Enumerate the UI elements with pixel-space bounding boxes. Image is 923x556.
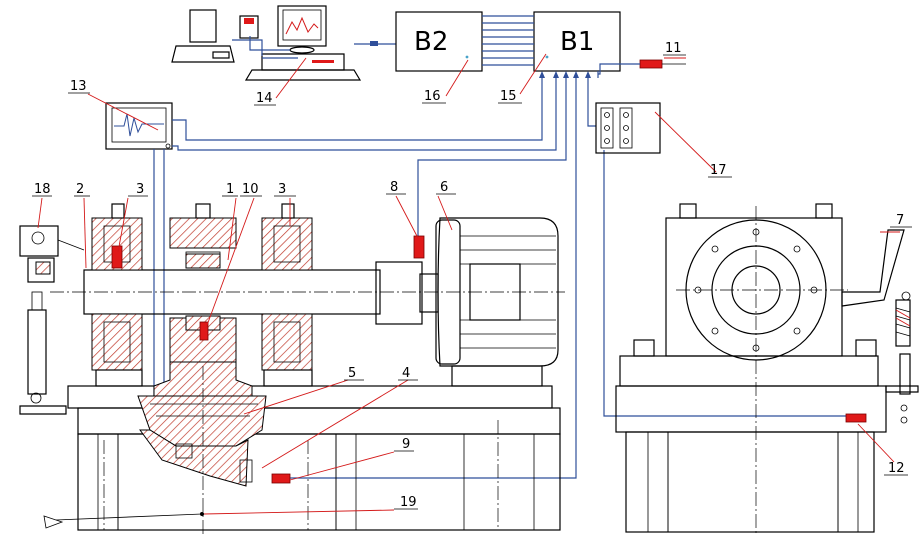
label-9: 9 <box>402 437 410 452</box>
label-4: 4 <box>402 366 410 381</box>
test-machine-side <box>615 203 919 536</box>
left-end-device <box>19 225 85 415</box>
label-12: 12 <box>888 461 905 476</box>
data-bus <box>482 15 534 66</box>
label-15: 15 <box>500 89 517 104</box>
label-18: 18 <box>34 182 51 197</box>
sensor-10 <box>199 321 209 341</box>
label-17: 17 <box>710 163 727 178</box>
label-6: 6 <box>440 180 448 195</box>
label-2: 2 <box>76 182 84 197</box>
part-number-labels: 13 14 16 15 11 17 18 2 3 1 10 3 8 6 7 5 … <box>32 41 912 510</box>
computer-workstation <box>171 5 396 81</box>
label-19: 19 <box>400 495 417 510</box>
label-14: 14 <box>256 91 273 106</box>
label-3-right: 3 <box>278 182 286 197</box>
bearing-housing-center <box>169 203 237 363</box>
pc-case-icon <box>244 53 362 81</box>
disk-icon <box>239 15 259 39</box>
b1-input-arrows <box>539 71 591 78</box>
label-5: 5 <box>348 366 356 381</box>
sensor-8 <box>413 235 425 259</box>
sensor-12 <box>845 413 867 423</box>
sensor-11 <box>597 59 686 78</box>
box-b2: B2 <box>395 11 483 72</box>
box-b1: B1 <box>533 11 621 72</box>
b2-label: B2 <box>414 27 448 57</box>
b1-label: B1 <box>560 27 594 57</box>
monitor-icon <box>277 5 327 54</box>
test-machine-front <box>19 203 565 536</box>
leader-lines <box>37 53 900 515</box>
bearing-housing-right <box>261 203 313 387</box>
label-1: 1 <box>226 182 234 197</box>
sensor-3 <box>111 245 123 269</box>
label-11: 11 <box>665 41 682 56</box>
bearing-housing-left <box>91 203 143 387</box>
label-13: 13 <box>70 79 87 94</box>
label-16: 16 <box>424 89 441 104</box>
motor <box>435 217 559 387</box>
oscilloscope <box>87 93 173 150</box>
label-10: 10 <box>242 182 259 197</box>
label-3-left: 3 <box>136 182 144 197</box>
label-8: 8 <box>390 180 398 195</box>
loading-assembly <box>137 361 267 536</box>
terminal-box-17 <box>595 102 717 173</box>
label-7: 7 <box>896 213 904 228</box>
sensor-9 <box>271 473 291 484</box>
printer-icon <box>171 9 235 63</box>
